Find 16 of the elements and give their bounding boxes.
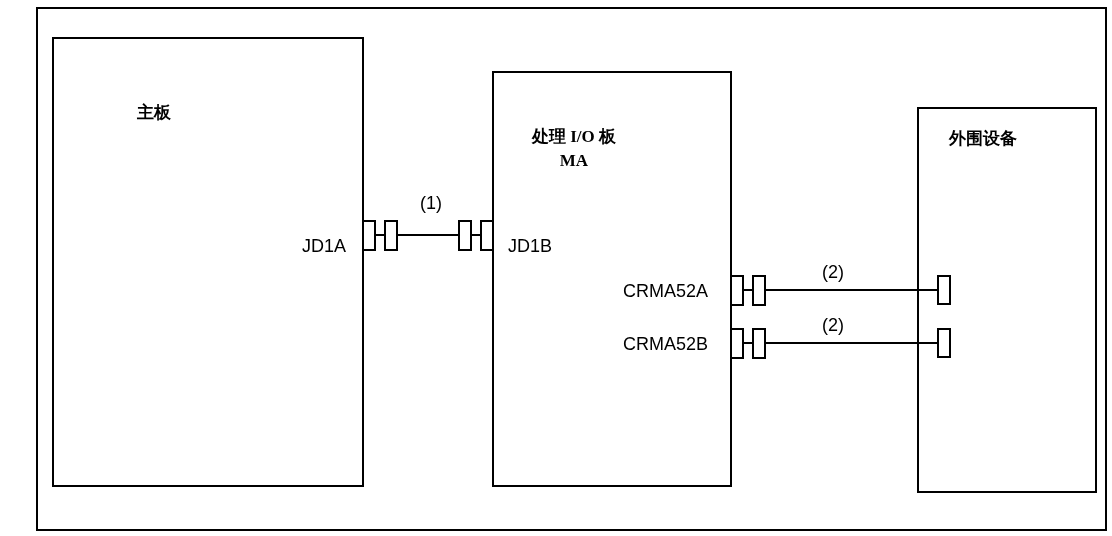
board-title: 外围设备: [949, 128, 1017, 150]
edge-label: (2): [822, 315, 844, 335]
board-box: [917, 107, 1097, 493]
board-title: 主板: [137, 102, 171, 124]
cable-with-connectors: [730, 328, 951, 359]
edge-label: (2): [822, 262, 844, 282]
connector-label: CRMA52B: [622, 334, 708, 354]
board-box: [52, 37, 364, 487]
board-title: 处理 I/O 板 MA: [530, 126, 618, 172]
edge-label: (1): [420, 193, 442, 213]
connector-label: JD1B: [508, 236, 552, 256]
board-box: [492, 71, 732, 487]
cable-with-connectors: [730, 275, 951, 306]
connector-label: CRMA52A: [622, 281, 708, 301]
connector-label: JD1A: [302, 236, 346, 256]
cable-with-connectors: [362, 220, 494, 251]
